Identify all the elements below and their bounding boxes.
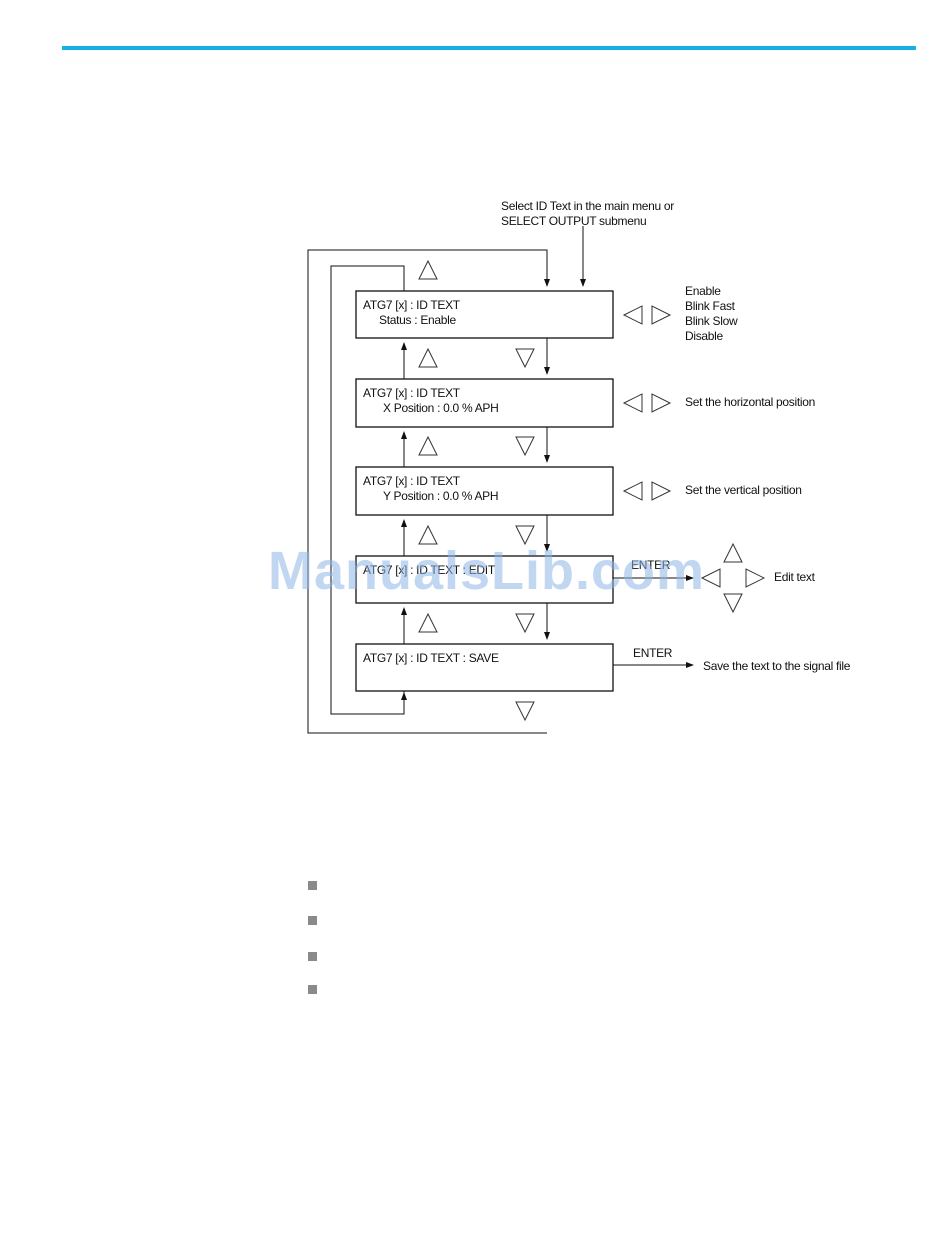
- menu-y-value: Y Position : 0.0 % APH: [383, 489, 499, 503]
- vertical-label: Set the vertical position: [685, 483, 802, 497]
- edit-down-icon: [723, 593, 743, 614]
- menu-save-title: ATG7 [x] : ID TEXT : SAVE: [363, 651, 499, 665]
- menu-y-title: ATG7 [x] : ID TEXT: [363, 474, 460, 488]
- down-arrow-icon: [515, 348, 535, 369]
- status-option: Blink Slow: [685, 314, 738, 328]
- menu-x-value: X Position : 0.0 % APH: [383, 401, 499, 415]
- menu-edit-title: ATG7 [x] : ID TEXT : EDIT: [363, 563, 495, 577]
- bullet-marker: [308, 881, 317, 890]
- menu-status-value: Status : Enable: [379, 313, 456, 327]
- entry-note-line2: SELECT OUTPUT submenu: [501, 214, 647, 228]
- save-label: Save the text to the signal file: [703, 659, 851, 673]
- menu-box-save: [355, 643, 614, 692]
- status-option: Enable: [685, 284, 721, 298]
- up-arrow-icon: [418, 259, 438, 280]
- status-option: Disable: [685, 329, 723, 343]
- down-arrow-icon: [515, 436, 535, 457]
- watermark: ManualsLib.com: [268, 541, 706, 601]
- right-arrow-icon: [651, 481, 672, 501]
- right-arrow-icon: [651, 393, 672, 413]
- menu-box-y-position: [355, 466, 614, 516]
- bullet-marker: [308, 916, 317, 925]
- edit-label: Edit text: [774, 570, 815, 584]
- header-rule: [62, 46, 916, 50]
- status-option: Blink Fast: [685, 299, 735, 313]
- left-arrow-icon: [622, 393, 643, 413]
- outer-loop-line: [307, 249, 550, 734]
- left-arrow-icon: [622, 305, 643, 325]
- down-arrow-icon: [515, 525, 535, 546]
- entry-note-line1: Select ID Text in the main menu or: [501, 199, 674, 213]
- edit-right-icon: [745, 568, 766, 588]
- up-arrow-icon: [418, 612, 438, 633]
- bullet-marker: [308, 985, 317, 994]
- edit-up-icon: [723, 542, 743, 563]
- menu-box-edit: [355, 555, 614, 604]
- edit-left-icon: [700, 568, 721, 588]
- menu-x-title: ATG7 [x] : ID TEXT: [363, 386, 460, 400]
- enter-edit-label: ENTER: [631, 558, 671, 572]
- menu-box-x-position: [355, 378, 614, 428]
- up-arrow-icon: [418, 347, 438, 368]
- bullet-marker: [308, 952, 317, 961]
- inner-loop-line: [330, 265, 405, 715]
- left-arrow-icon: [622, 481, 643, 501]
- right-arrow-icon: [651, 305, 672, 325]
- enter-save-label: ENTER: [633, 646, 673, 660]
- menu-status-title: ATG7 [x] : ID TEXT: [363, 298, 460, 312]
- up-arrow-icon: [418, 435, 438, 456]
- up-arrow-icon: [418, 524, 438, 545]
- down-arrow-icon: [515, 701, 535, 722]
- menu-box-status: [355, 290, 614, 339]
- down-arrow-icon: [515, 613, 535, 634]
- horizontal-label: Set the horizontal position: [685, 395, 815, 409]
